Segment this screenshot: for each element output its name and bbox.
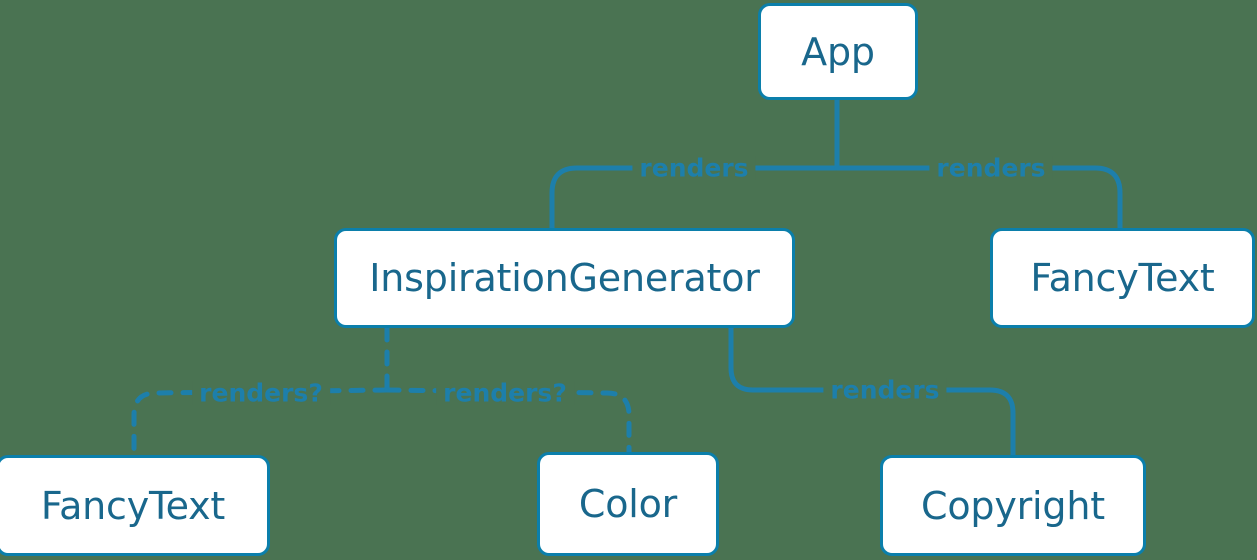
node-copyright[interactable]: Copyright [880, 455, 1146, 556]
node-inspiration-generator[interactable]: InspirationGenerator [334, 228, 795, 328]
node-fancytext-bottom[interactable]: FancyText [0, 455, 270, 556]
node-color[interactable]: Color [537, 452, 719, 556]
edge-label-app-to-inspiration: renders [632, 155, 756, 181]
edge-label-inspiration-to-copyright: renders [823, 377, 947, 403]
node-app[interactable]: App [758, 3, 918, 100]
edge-label-app-to-fancytext-top: renders [929, 155, 1053, 181]
edge-label-inspiration-to-color: renders? [436, 380, 574, 406]
edge-label-inspiration-to-fancytext: renders? [192, 380, 330, 406]
node-fancytext-top[interactable]: FancyText [990, 228, 1255, 328]
